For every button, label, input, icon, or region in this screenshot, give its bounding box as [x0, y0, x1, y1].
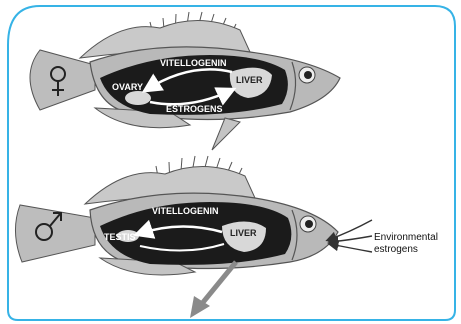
female-fish: VITELLOGENIN OVARY LIVER ESTROGENS [30, 12, 340, 150]
female-vitellogenin-label: VITELLOGENIN [160, 58, 227, 68]
male-vitellogenin-label: VITELLOGENIN [152, 206, 219, 216]
female-estrogens-label: ESTROGENS [166, 104, 223, 114]
female-pelvic-fin [212, 118, 240, 150]
male-liver-label: LIVER [230, 228, 257, 238]
environmental-estrogens-label-line1: Environmental [374, 232, 438, 243]
output-arrow [190, 262, 236, 318]
environmental-estrogens-label-line2: estrogens [374, 244, 418, 255]
female-ovary-label: OVARY [112, 82, 143, 92]
male-fish: VITELLOGENIN TESTIS LIVER [15, 156, 338, 275]
female-ovary [125, 91, 151, 105]
male-testis-label: TESTIS [104, 232, 136, 242]
female-liver-label: LIVER [236, 75, 263, 85]
